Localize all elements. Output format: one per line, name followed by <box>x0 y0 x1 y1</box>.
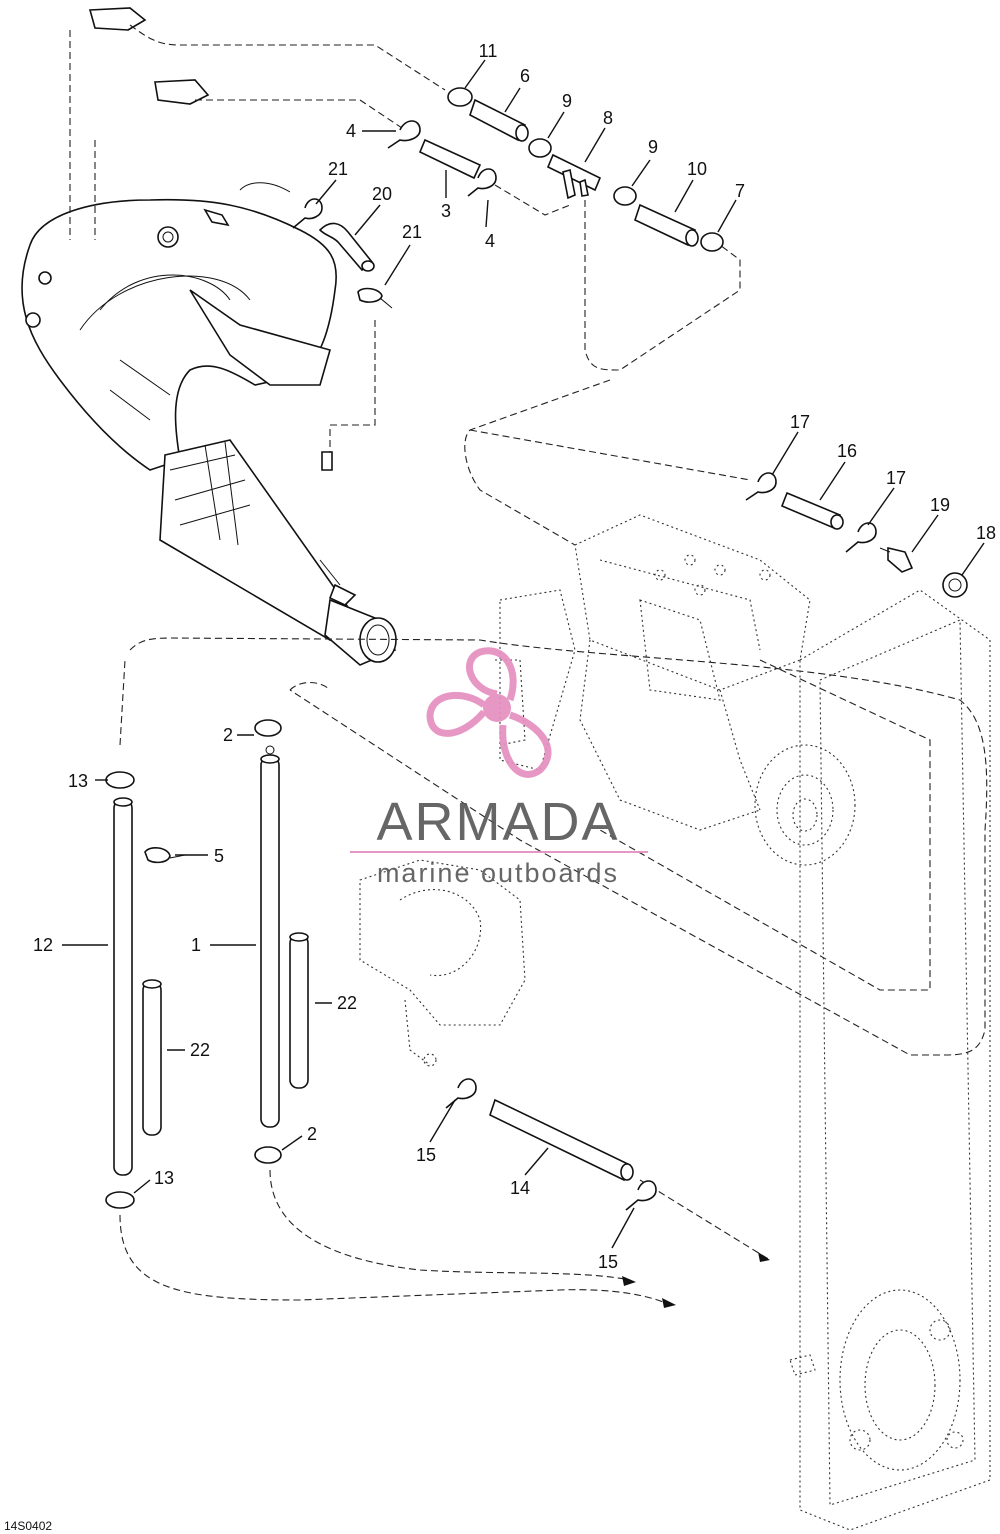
callout-3: 3 <box>441 201 451 221</box>
callout-1: 1 <box>191 935 201 955</box>
callout-10: 10 <box>687 159 707 179</box>
callout-4a: 4 <box>346 121 356 141</box>
callout-12: 12 <box>33 935 53 955</box>
propeller-logo-icon <box>426 647 552 778</box>
watermark-tagline: marine outboards <box>377 858 619 888</box>
callout-21a: 21 <box>328 159 348 179</box>
callout-5: 5 <box>214 846 224 866</box>
callout-19: 19 <box>930 495 950 515</box>
hose-routing-lines <box>69 24 988 1308</box>
callout-4b: 4 <box>485 231 495 251</box>
small-parts-top <box>292 87 724 471</box>
callout-17b: 17 <box>886 468 906 488</box>
small-parts-right <box>745 472 968 598</box>
callout-11: 11 <box>479 41 498 61</box>
callout-labels: 11 6 9 8 9 10 7 4 3 4 21 20 21 17 16 17 … <box>33 41 996 1272</box>
watermark-brand: ARMADA <box>376 792 619 852</box>
callout-9a: 9 <box>562 91 572 111</box>
jet-pump-ghost <box>789 589 991 1531</box>
callout-9b: 9 <box>648 137 658 157</box>
callout-2b: 2 <box>307 1124 317 1144</box>
leader-lines <box>62 59 985 1249</box>
callout-21b: 21 <box>402 222 422 242</box>
exhaust-pipe-assembly <box>21 182 397 666</box>
connector-top-left <box>88 7 210 105</box>
callout-15a: 15 <box>416 1145 436 1165</box>
callout-2a: 2 <box>223 725 233 745</box>
callout-17a: 17 <box>790 412 810 432</box>
callout-14: 14 <box>510 1178 530 1198</box>
diagram-code: 14S0402 <box>4 1519 52 1533</box>
callout-13b: 13 <box>154 1168 174 1188</box>
callout-7: 7 <box>735 181 745 201</box>
callout-22a: 22 <box>190 1040 210 1060</box>
callout-8: 8 <box>603 108 613 128</box>
callout-6: 6 <box>520 66 530 86</box>
callout-15b: 15 <box>598 1252 618 1272</box>
callout-16: 16 <box>837 441 857 461</box>
watermark: ARMADA marine outboards <box>350 647 648 888</box>
callout-22b: 22 <box>337 993 357 1013</box>
small-parts-lower <box>105 719 657 1211</box>
callout-13a: 13 <box>68 771 88 791</box>
callout-20: 20 <box>372 184 392 204</box>
callout-18: 18 <box>976 523 996 543</box>
